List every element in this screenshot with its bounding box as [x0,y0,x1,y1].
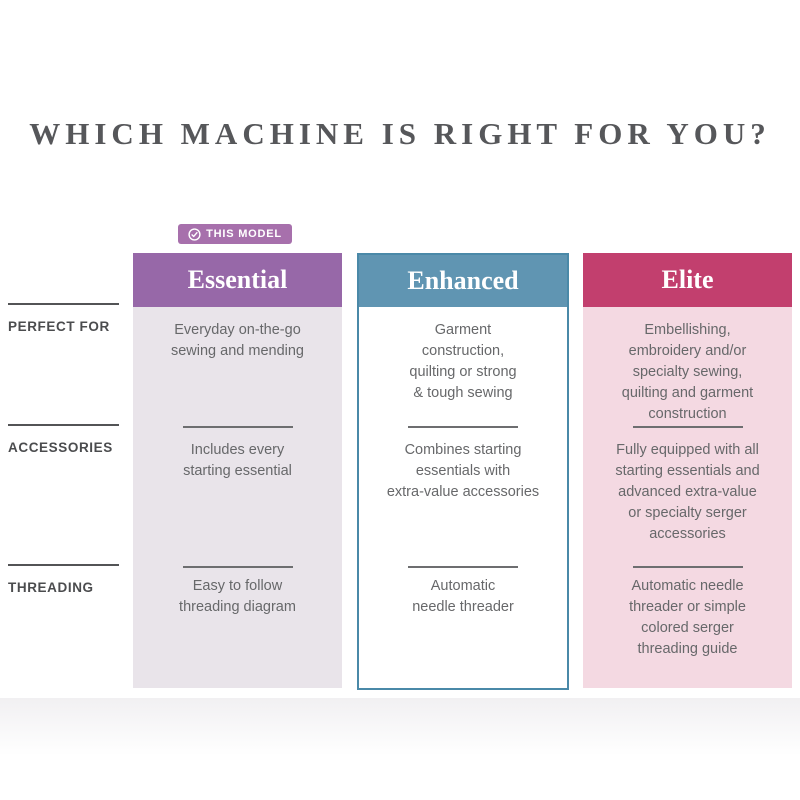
cell-essential-perfect-for: Everyday on-the-go sewing and mending [170,322,304,359]
row-label-text: ACCESSORIES [8,440,113,455]
cell-divider-line [182,566,293,568]
cell-elite-perfect-for: Embellishing, embroidery and/or specialt… [621,322,754,422]
check-circle-icon [188,227,201,241]
this-model-badge: THIS MODEL [178,224,292,244]
column-essential: Essential Everyday on-the-go sewing and … [133,253,342,688]
cell-enhanced-perfect-for: Garment construction, quilting or strong… [409,322,517,401]
background-shade-band [0,698,800,756]
row-label-perfect-for: PERFECT FOR [8,303,120,334]
cell-elite-threading: Automatic needle threader or simple colo… [629,578,746,657]
row-divider-line [8,424,119,426]
column-body-elite: Embellishing, embroidery and/or specialt… [583,307,792,688]
column-body-essential: Everyday on-the-go sewing and mending In… [133,307,342,688]
row-label-threading: THREADING [8,564,120,595]
row-divider-line [8,303,119,305]
cell-essential-accessories: Includes every starting essential [183,442,292,479]
cell-divider-line [632,566,743,568]
cell-divider-line [408,426,518,428]
cell-enhanced-accessories: Combines starting essentials with extra-… [386,442,540,500]
cell-divider-line [182,426,293,428]
row-divider-line [8,564,119,566]
this-model-badge-label: THIS MODEL [206,228,282,240]
page-title: WHICH MACHINE IS RIGHT FOR YOU? [29,116,771,151]
row-label-accessories: ACCESSORIES [8,424,120,455]
column-header-elite: Elite [583,253,792,307]
cell-enhanced-threading: Automatic needle threader [412,578,514,615]
column-header-enhanced: Enhanced [359,255,567,307]
column-elite: Elite Embellishing, embroidery and/or sp… [583,253,792,688]
cell-elite-accessories: Fully equipped with all starting essenti… [615,442,760,542]
cell-essential-threading: Easy to follow threading diagram [179,578,296,615]
column-header-essential: Essential [133,253,342,307]
cell-divider-line [632,426,743,428]
column-enhanced: Enhanced Garment construction, quilting … [357,253,569,690]
cell-divider-line [408,566,518,568]
row-label-text: THREADING [8,580,94,595]
column-body-enhanced: Garment construction, quilting or strong… [359,307,567,686]
row-label-text: PERFECT FOR [8,319,110,334]
